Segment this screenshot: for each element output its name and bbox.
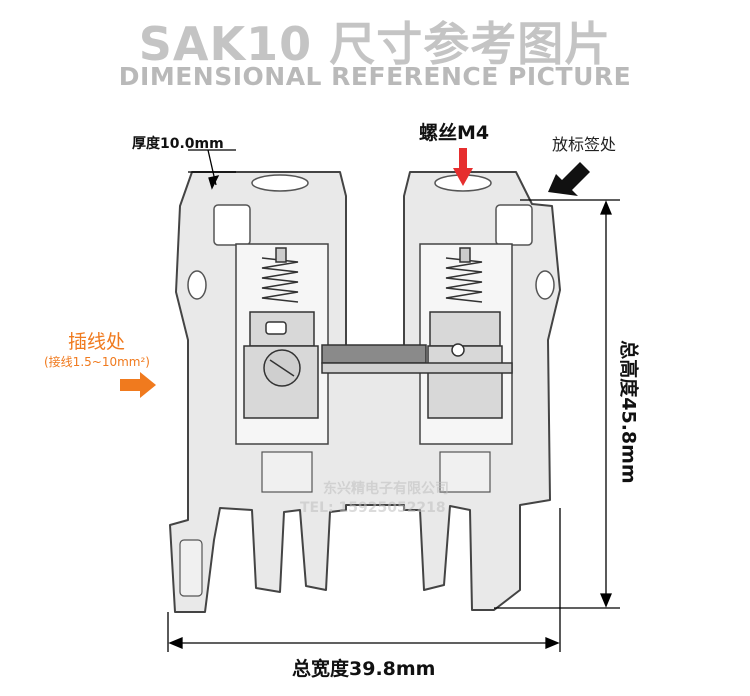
total-height-label: 总高度45.8mm <box>617 340 640 484</box>
center-bar <box>321 344 513 374</box>
page-subtitle: DIMENSIONAL REFERENCE PICTURE <box>118 62 632 91</box>
screw-arrow <box>453 148 473 186</box>
page-title: SAK10 尺寸参考图片 <box>138 17 612 71</box>
wire-entry-label: 插线处 <box>68 331 126 353</box>
wire-entry-arrow <box>120 372 156 398</box>
watermark-tel: TEL: 15925052218 <box>300 500 446 516</box>
lower-feet <box>179 451 491 597</box>
label-position-label: 放标签处 <box>552 135 617 154</box>
thickness-label: 厚度10.0mm <box>132 136 224 152</box>
label-arrow <box>548 162 590 196</box>
total-width-label: 总宽度39.8mm <box>292 658 436 680</box>
wire-range-label: (接线1.5~10mm²) <box>44 355 150 369</box>
top-slots <box>187 174 555 300</box>
screw-springs <box>261 247 483 303</box>
watermark-company: 东兴精电子有限公司 <box>323 481 449 497</box>
dimension-lines <box>167 149 620 652</box>
screw-heads <box>263 343 465 387</box>
screw-label: 螺丝M4 <box>419 122 490 144</box>
